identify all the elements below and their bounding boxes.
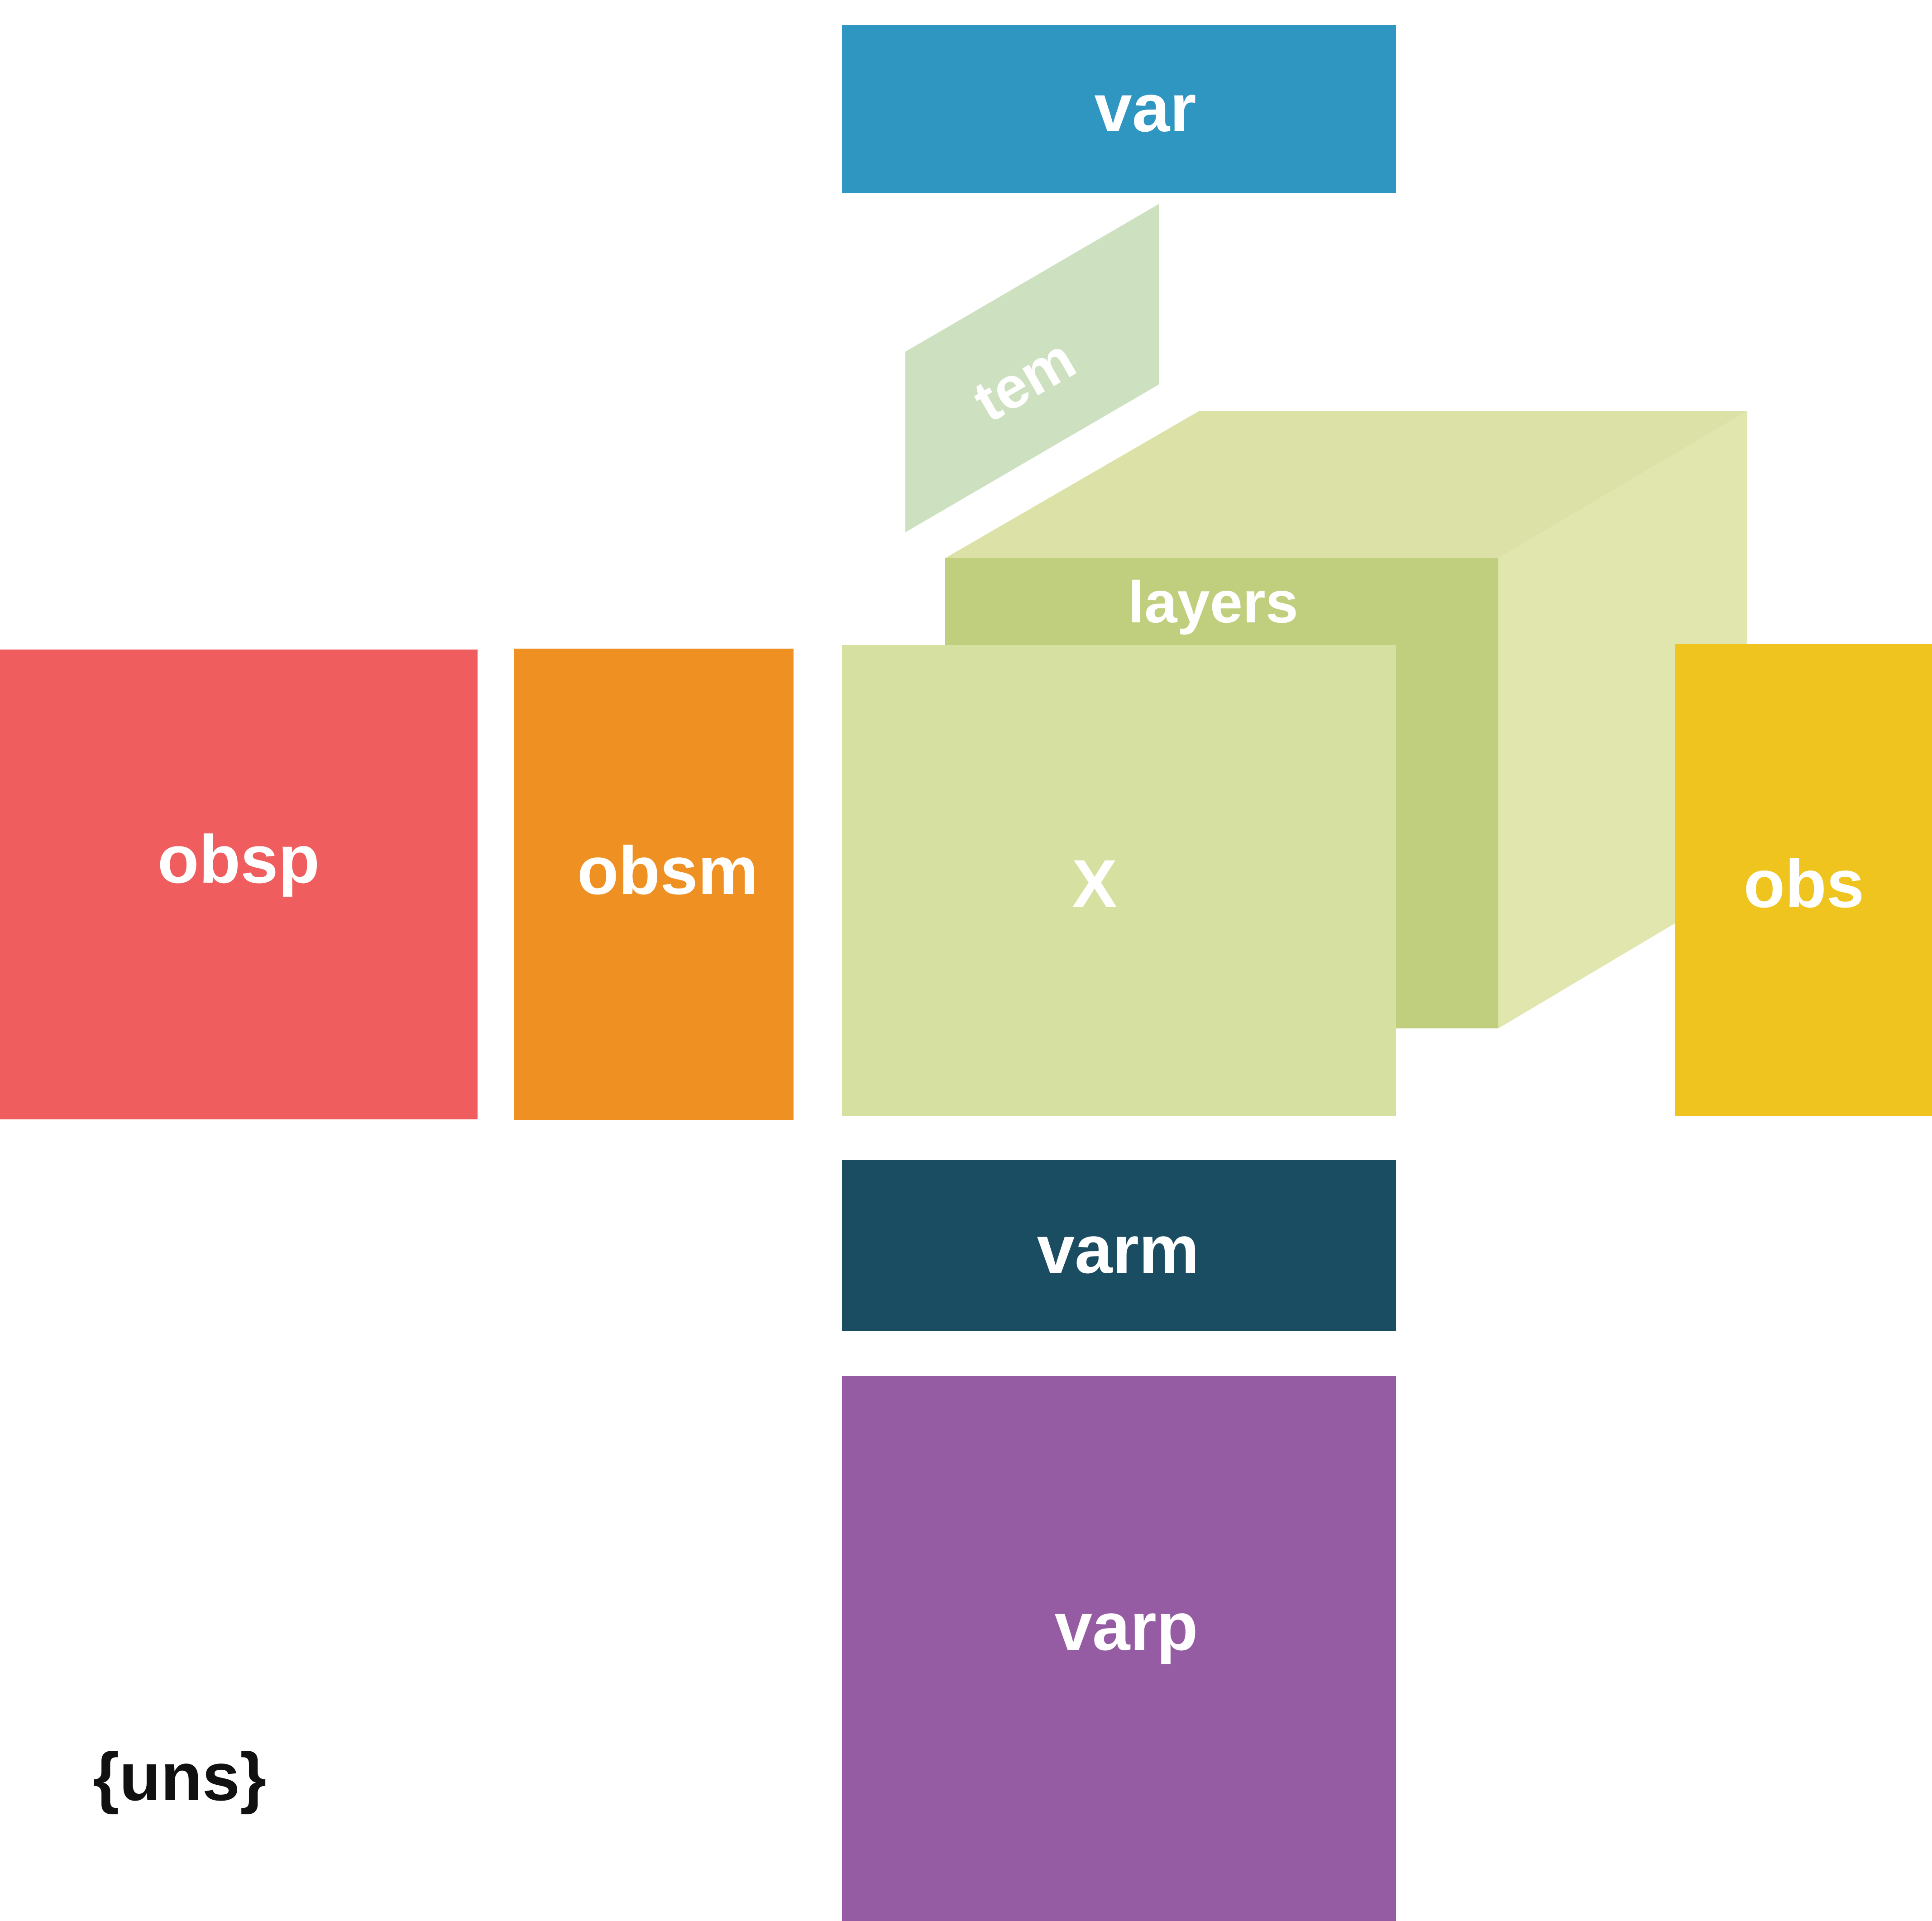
x-rect: [842, 645, 1396, 1116]
obsm-block: obsm: [514, 649, 794, 1120]
obsm-rect: [514, 649, 794, 1120]
var-rect: [842, 25, 1396, 193]
cube-top-face: [945, 411, 1747, 558]
varp-label: varp: [1055, 1588, 1198, 1664]
obsp-label: obsp: [158, 821, 320, 897]
obs-rect: [1675, 644, 1932, 1116]
varm-rect: [842, 1160, 1396, 1331]
obs-label: obs: [1744, 846, 1865, 922]
uns-label: {uns}: [93, 1739, 266, 1815]
x-block: X: [842, 645, 1396, 1116]
var-label: var: [1094, 70, 1196, 146]
var-block: var: [842, 25, 1396, 193]
tem-shape: [905, 204, 1159, 532]
obsp-rect: [0, 650, 478, 1119]
varm-block: varm: [842, 1160, 1396, 1331]
varp-rect: [842, 1376, 1396, 1921]
x-label: X: [1072, 846, 1117, 922]
tem-block: tem: [905, 204, 1159, 532]
obs-block: obs: [1675, 644, 1932, 1116]
obsp-block: obsp: [0, 650, 478, 1119]
layers-label: layers: [1128, 569, 1298, 635]
varp-block: varp: [842, 1376, 1396, 1921]
varm-label: varm: [1037, 1211, 1200, 1287]
obsm-label: obsm: [577, 832, 758, 908]
